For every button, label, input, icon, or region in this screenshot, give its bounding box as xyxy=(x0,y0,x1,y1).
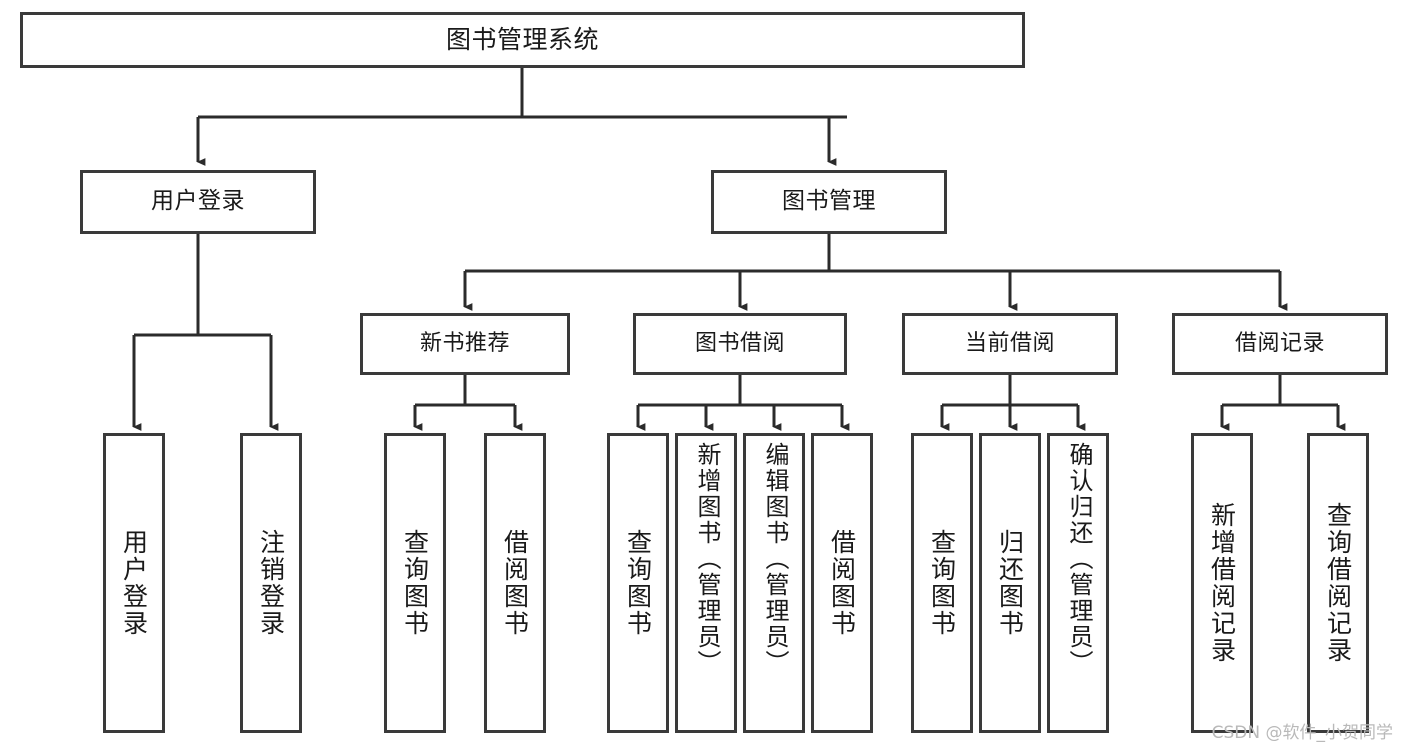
node-label: 新增图书（管理员） xyxy=(692,442,721,676)
node-label: 图书管理 xyxy=(782,188,876,215)
leaf-current-return-books[interactable]: 归还图书 xyxy=(979,433,1041,733)
node-current-borrow[interactable]: 当前借阅 xyxy=(902,313,1118,375)
node-label: 新书推荐 xyxy=(419,330,510,356)
node-book-management-system[interactable]: 图书管理系统 xyxy=(20,12,1025,68)
node-label: 查询图书 xyxy=(623,529,653,637)
node-label: 归还图书 xyxy=(995,529,1025,637)
node-label: 编辑图书（管理员） xyxy=(760,442,789,676)
leaf-current-query-books[interactable]: 查询图书 xyxy=(911,433,973,733)
node-label: 图书管理系统 xyxy=(445,25,599,54)
leaf-record-add-borrow-record[interactable]: 新增借阅记录 xyxy=(1191,433,1253,733)
leaf-borrow-add-book-admin[interactable]: 新增图书（管理员） xyxy=(675,433,737,733)
leaf-borrow-edit-book-admin[interactable]: 编辑图书（管理员） xyxy=(743,433,805,733)
node-label: 确认归还（管理员） xyxy=(1064,442,1093,676)
node-label: 用户登录 xyxy=(119,529,149,637)
node-label: 注销登录 xyxy=(256,529,286,637)
node-label: 借阅图书 xyxy=(500,529,530,637)
node-label: 借阅记录 xyxy=(1234,330,1325,356)
node-label: 查询借阅记录 xyxy=(1323,502,1353,664)
leaf-borrow-query-books[interactable]: 查询图书 xyxy=(607,433,669,733)
node-user-login[interactable]: 用户登录 xyxy=(80,170,316,234)
node-label: 新增借阅记录 xyxy=(1207,502,1237,664)
leaf-current-confirm-return-admin[interactable]: 确认归还（管理员） xyxy=(1047,433,1109,733)
node-new-book-recommend[interactable]: 新书推荐 xyxy=(360,313,570,375)
leaf-new-book-borrow-books[interactable]: 借阅图书 xyxy=(484,433,546,733)
node-book-management[interactable]: 图书管理 xyxy=(711,170,947,234)
node-label: 查询图书 xyxy=(927,529,957,637)
node-borrow-record[interactable]: 借阅记录 xyxy=(1172,313,1388,375)
leaf-new-book-query-books[interactable]: 查询图书 xyxy=(384,433,446,733)
node-label: 当前借阅 xyxy=(964,330,1055,356)
leaf-record-query-borrow-record[interactable]: 查询借阅记录 xyxy=(1307,433,1369,733)
leaf-user-login-signout[interactable]: 注销登录 xyxy=(240,433,302,733)
node-label: 查询图书 xyxy=(400,529,430,637)
node-label: 用户登录 xyxy=(151,188,245,215)
node-book-borrow[interactable]: 图书借阅 xyxy=(633,313,847,375)
node-label: 借阅图书 xyxy=(827,529,857,637)
leaf-user-login-signin[interactable]: 用户登录 xyxy=(103,433,165,733)
node-label: 图书借阅 xyxy=(694,330,785,356)
csdn-watermark: CSDN @软件_小贺同学 xyxy=(1211,723,1393,743)
leaf-borrow-borrow-books[interactable]: 借阅图书 xyxy=(811,433,873,733)
